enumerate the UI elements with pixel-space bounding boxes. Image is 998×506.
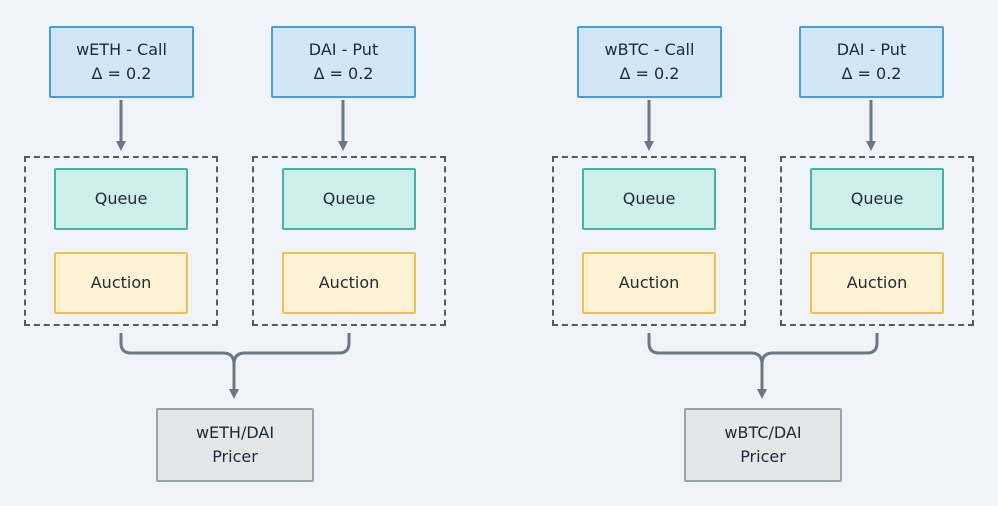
vault-group-wbtc-call [552, 156, 746, 326]
auction-label: Auction [846, 273, 908, 292]
queue-label: Queue [322, 189, 376, 208]
vault-group-weth-call [24, 156, 218, 326]
option-title: DAI - Put [308, 40, 379, 59]
option-delta: Δ = 0.2 [619, 64, 680, 83]
auction-wbtc-call: Auction [582, 252, 716, 314]
auction-label: Auction [618, 273, 680, 292]
auction-dai-put-right: Auction [810, 252, 944, 314]
pricer-weth-dai: wETH/DAI Pricer [156, 408, 314, 482]
queue-label: Queue [94, 189, 148, 208]
queue-label: Queue [850, 189, 904, 208]
option-weth-call: wETH - Call Δ = 0.2 [49, 26, 194, 98]
auction-label: Auction [318, 273, 380, 292]
option-delta: Δ = 0.2 [91, 64, 152, 83]
queue-wbtc-call: Queue [582, 168, 716, 230]
pricer-wbtc-dai: wBTC/DAI Pricer [684, 408, 842, 482]
option-title: wETH - Call [76, 40, 167, 59]
queue-dai-put-right: Queue [810, 168, 944, 230]
queue-label: Queue [622, 189, 676, 208]
option-delta: Δ = 0.2 [313, 64, 374, 83]
merge-connector-right [647, 333, 879, 392]
auction-dai-put-left: Auction [282, 252, 416, 314]
option-dai-put-left: DAI - Put Δ = 0.2 [271, 26, 416, 98]
pricer-pair: wETH/DAI [195, 423, 275, 442]
vault-group-dai-put-left [252, 156, 446, 326]
option-delta: Δ = 0.2 [841, 64, 902, 83]
auction-label: Auction [90, 273, 152, 292]
queue-dai-put-left: Queue [282, 168, 416, 230]
option-title: wBTC - Call [604, 40, 695, 59]
auction-weth-call: Auction [54, 252, 188, 314]
merge-connector-left [119, 333, 351, 392]
pricer-label: Pricer [212, 447, 258, 466]
option-title: DAI - Put [836, 40, 907, 59]
option-wbtc-call: wBTC - Call Δ = 0.2 [577, 26, 722, 98]
option-dai-put-right: DAI - Put Δ = 0.2 [799, 26, 944, 98]
pricer-pair: wBTC/DAI [724, 423, 802, 442]
pricer-label: Pricer [740, 447, 786, 466]
queue-weth-call: Queue [54, 168, 188, 230]
vault-group-dai-put-right [780, 156, 974, 326]
